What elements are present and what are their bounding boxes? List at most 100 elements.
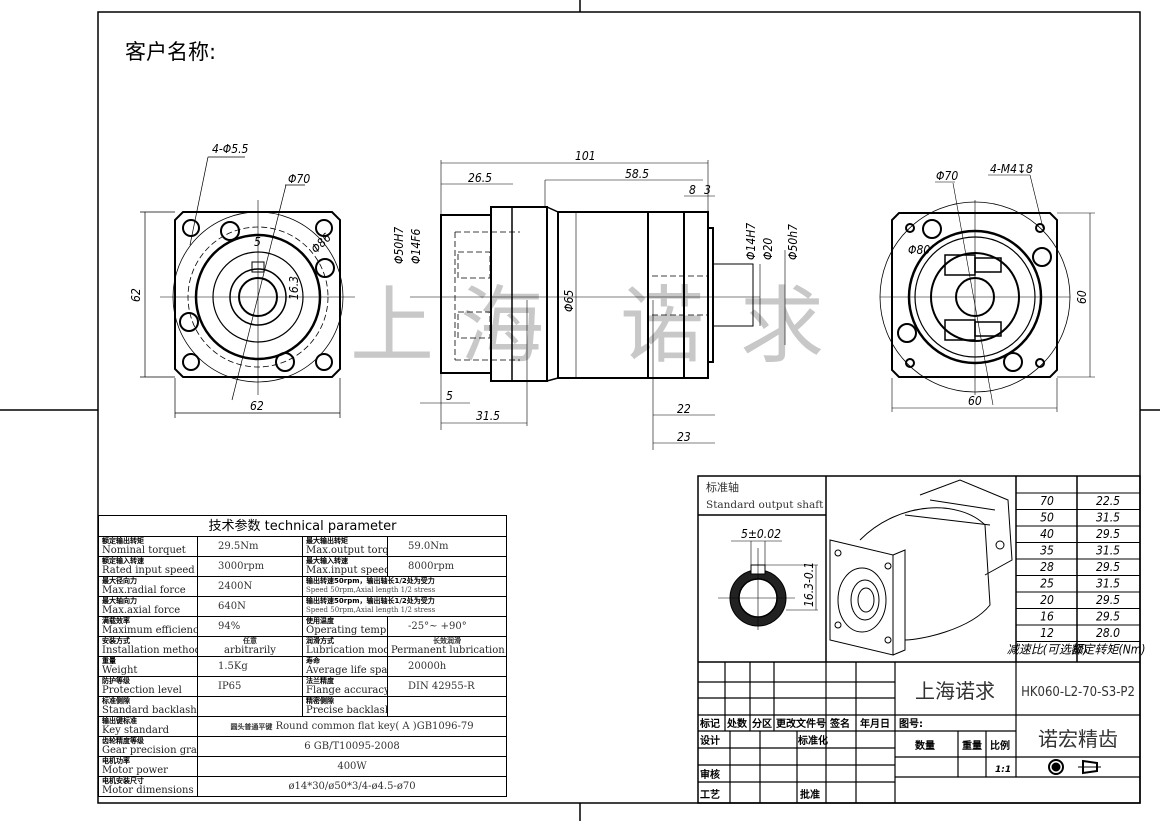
param-value: 640N <box>197 596 303 617</box>
ratio-header: 减速比(可选择) <box>1007 643 1087 657</box>
watermark-char: 上 <box>350 277 434 375</box>
param-value: 2400N <box>197 576 303 597</box>
rated-torque-value: 29.5 <box>1096 593 1120 607</box>
ratio-value: 70 <box>1040 494 1054 508</box>
drawing-no-label: 图号: <box>899 718 923 730</box>
dim-width: 60 <box>968 394 982 408</box>
dim-bore: Φ14H7 <box>744 223 758 260</box>
approve-label: 批准 <box>800 788 820 801</box>
ratio-value: 20 <box>1040 593 1054 607</box>
dim-body-len: 58.5 <box>625 167 649 181</box>
ratio-value: 25 <box>1040 577 1054 591</box>
param-value: 圆头普通平键 Round common flat key( A )GB1096-… <box>196 716 508 737</box>
param-value: 3000rpm <box>197 556 303 577</box>
scale-label: 比例 <box>990 739 1010 752</box>
watermark-char: 海 <box>460 277 544 375</box>
dim-pcd: Φ70 <box>936 169 958 183</box>
dim-total-length: 101 <box>575 149 596 163</box>
shaft-title-en: Standard output shaft <box>706 499 824 511</box>
rated-torque-value: 31.5 <box>1096 544 1120 558</box>
rev-header: 分区 <box>752 717 772 730</box>
dim-input-spigot: Φ50H7 <box>392 227 406 264</box>
rated-torque-value: 28.0 <box>1096 626 1120 640</box>
dim-step: 3 <box>704 183 711 197</box>
rev-header: 年月日 <box>860 717 890 730</box>
dim-flange-thick: 8 <box>689 183 696 197</box>
param-table-title: 技术参数 technical parameter <box>97 515 508 537</box>
ratio-value: 28 <box>1040 560 1054 574</box>
customer-name-label: 客户名称: <box>125 40 217 64</box>
rear-view <box>879 174 1095 412</box>
title-block-text: 标记 处数 分区 更改文件号 签名 年月日 设计 标准化 审核 工艺 批准 图号… <box>699 679 1135 801</box>
design-label: 设计 <box>700 734 720 747</box>
param-value: 29.5Nm <box>197 536 303 557</box>
dim-shaft-len1: 22 <box>677 402 691 416</box>
dim-input-bore: Φ14F6 <box>409 229 423 264</box>
front-view <box>140 156 355 418</box>
param-value: 59.0Nm <box>386 536 508 557</box>
dim-height: 62 <box>129 288 143 302</box>
param-value: 6 GB/T10095-2008 <box>196 736 508 757</box>
isometric-gearbox-image <box>829 479 1013 656</box>
dim-motor-flange-len: 26.5 <box>468 171 492 185</box>
ratio-value: 12 <box>1040 626 1054 640</box>
shaft-section: 标准轴 Standard output shaft 5±0.02 16.3-0.… <box>706 480 824 630</box>
side-view-dimensions: 101 26.5 58.5 8 3 5 31.5 22 23 Φ50H7 Φ14… <box>392 149 800 444</box>
rated-torque-value: 22.5 <box>1096 494 1120 508</box>
dim-output-spigot: Φ50h7 <box>786 224 800 260</box>
brand-name: 诺宏精齿 <box>1038 727 1118 751</box>
dim-height: 60 <box>1075 290 1089 304</box>
qty-label: 数量 <box>915 739 935 752</box>
right-block-frame <box>697 475 1141 804</box>
weight-label: 重量 <box>962 739 982 752</box>
dim-spigot: 5 <box>446 389 453 403</box>
dim-key-height: 16.3 <box>287 276 301 300</box>
rev-header: 处数 <box>726 717 748 730</box>
dim-diagonal: Φ80 <box>908 243 930 257</box>
rated-torque-value: 29.5 <box>1096 560 1120 574</box>
rear-view-dimensions: Φ70 4-M4↧8 Φ80 60 60 <box>908 162 1089 408</box>
front-view-dimensions: 4-Φ5.5 Φ70 Φ86 5 16.3 62 62 <box>129 142 334 413</box>
review-label: 审核 <box>700 768 720 781</box>
param-value: ø14*30/ø50*3/4-ø4.5-ø70 <box>196 776 508 797</box>
param-value <box>386 696 508 717</box>
standardize-label: 标准化 <box>797 734 828 747</box>
dim-shaft: Φ20 <box>761 238 775 260</box>
ratio-value: 40 <box>1040 527 1054 541</box>
title-block-lines <box>698 662 1140 803</box>
scale-value: 1:1 <box>995 765 1011 775</box>
dim-shaft-len2: 23 <box>677 430 691 444</box>
torque-header: 额定转矩(Nm) <box>1070 643 1145 657</box>
process-label: 工艺 <box>700 788 720 801</box>
dim-body-diameter: Φ65 <box>562 290 576 312</box>
